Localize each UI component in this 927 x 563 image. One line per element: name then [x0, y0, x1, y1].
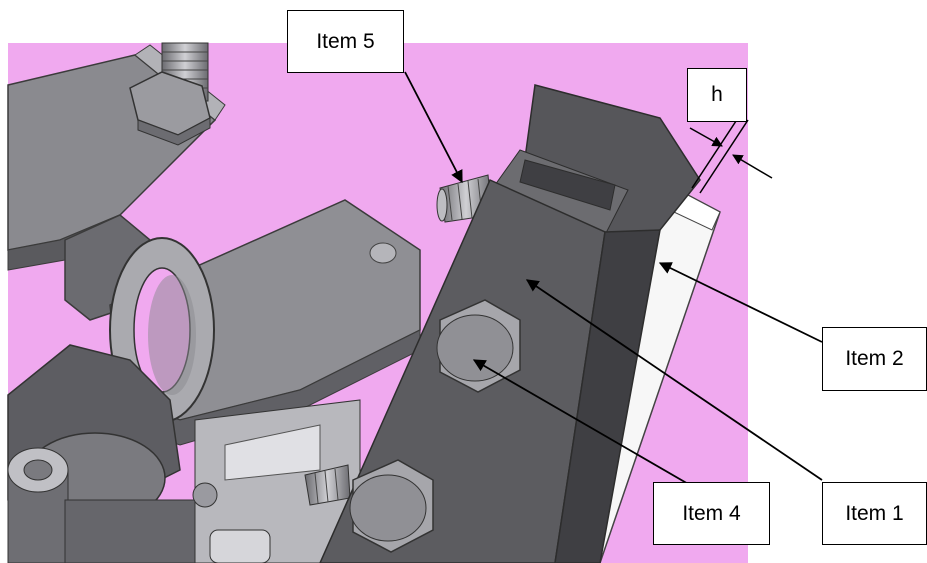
callout-item-4: Item 4 — [653, 482, 770, 545]
callout-item-5: Item 5 — [287, 10, 404, 73]
callout-item-1: Item 1 — [822, 482, 927, 545]
leader-lines — [404, 71, 823, 486]
lower-base — [7, 344, 361, 563]
callout-item-2: Item 2 — [822, 327, 927, 391]
item-4-bolts — [349, 299, 521, 553]
top-bolt — [129, 42, 211, 146]
callout-h: h — [687, 68, 747, 122]
h-dimension — [689, 114, 773, 194]
